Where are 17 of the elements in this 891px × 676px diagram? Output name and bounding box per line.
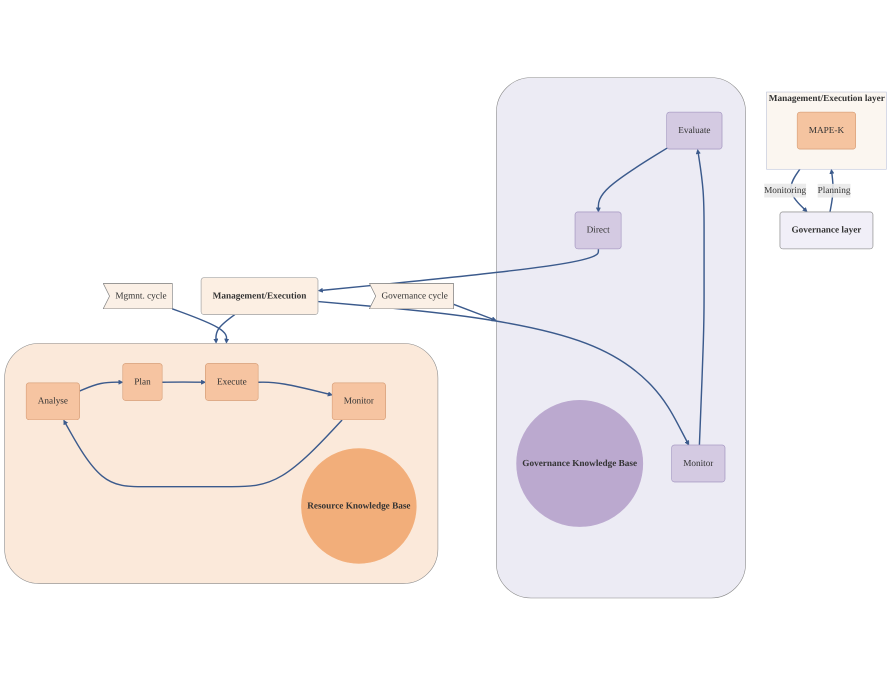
edge-label: Planning [818,186,850,196]
arrow [318,301,690,446]
cluster [496,78,746,598]
arrow [453,304,497,322]
cluster [4,343,438,584]
edge-label: Monitoring [764,186,806,196]
node-circle: Resource Knowledge Base [301,448,417,564]
arrow [162,380,206,385]
arrow [258,382,333,397]
arrow [213,314,236,344]
arrow [696,149,705,446]
arrow [80,380,124,392]
arrow [63,420,343,488]
arrow [318,249,600,293]
arrow [596,148,668,213]
node-circle: Governance Knowledge Base [516,400,644,528]
arrow [172,308,230,344]
